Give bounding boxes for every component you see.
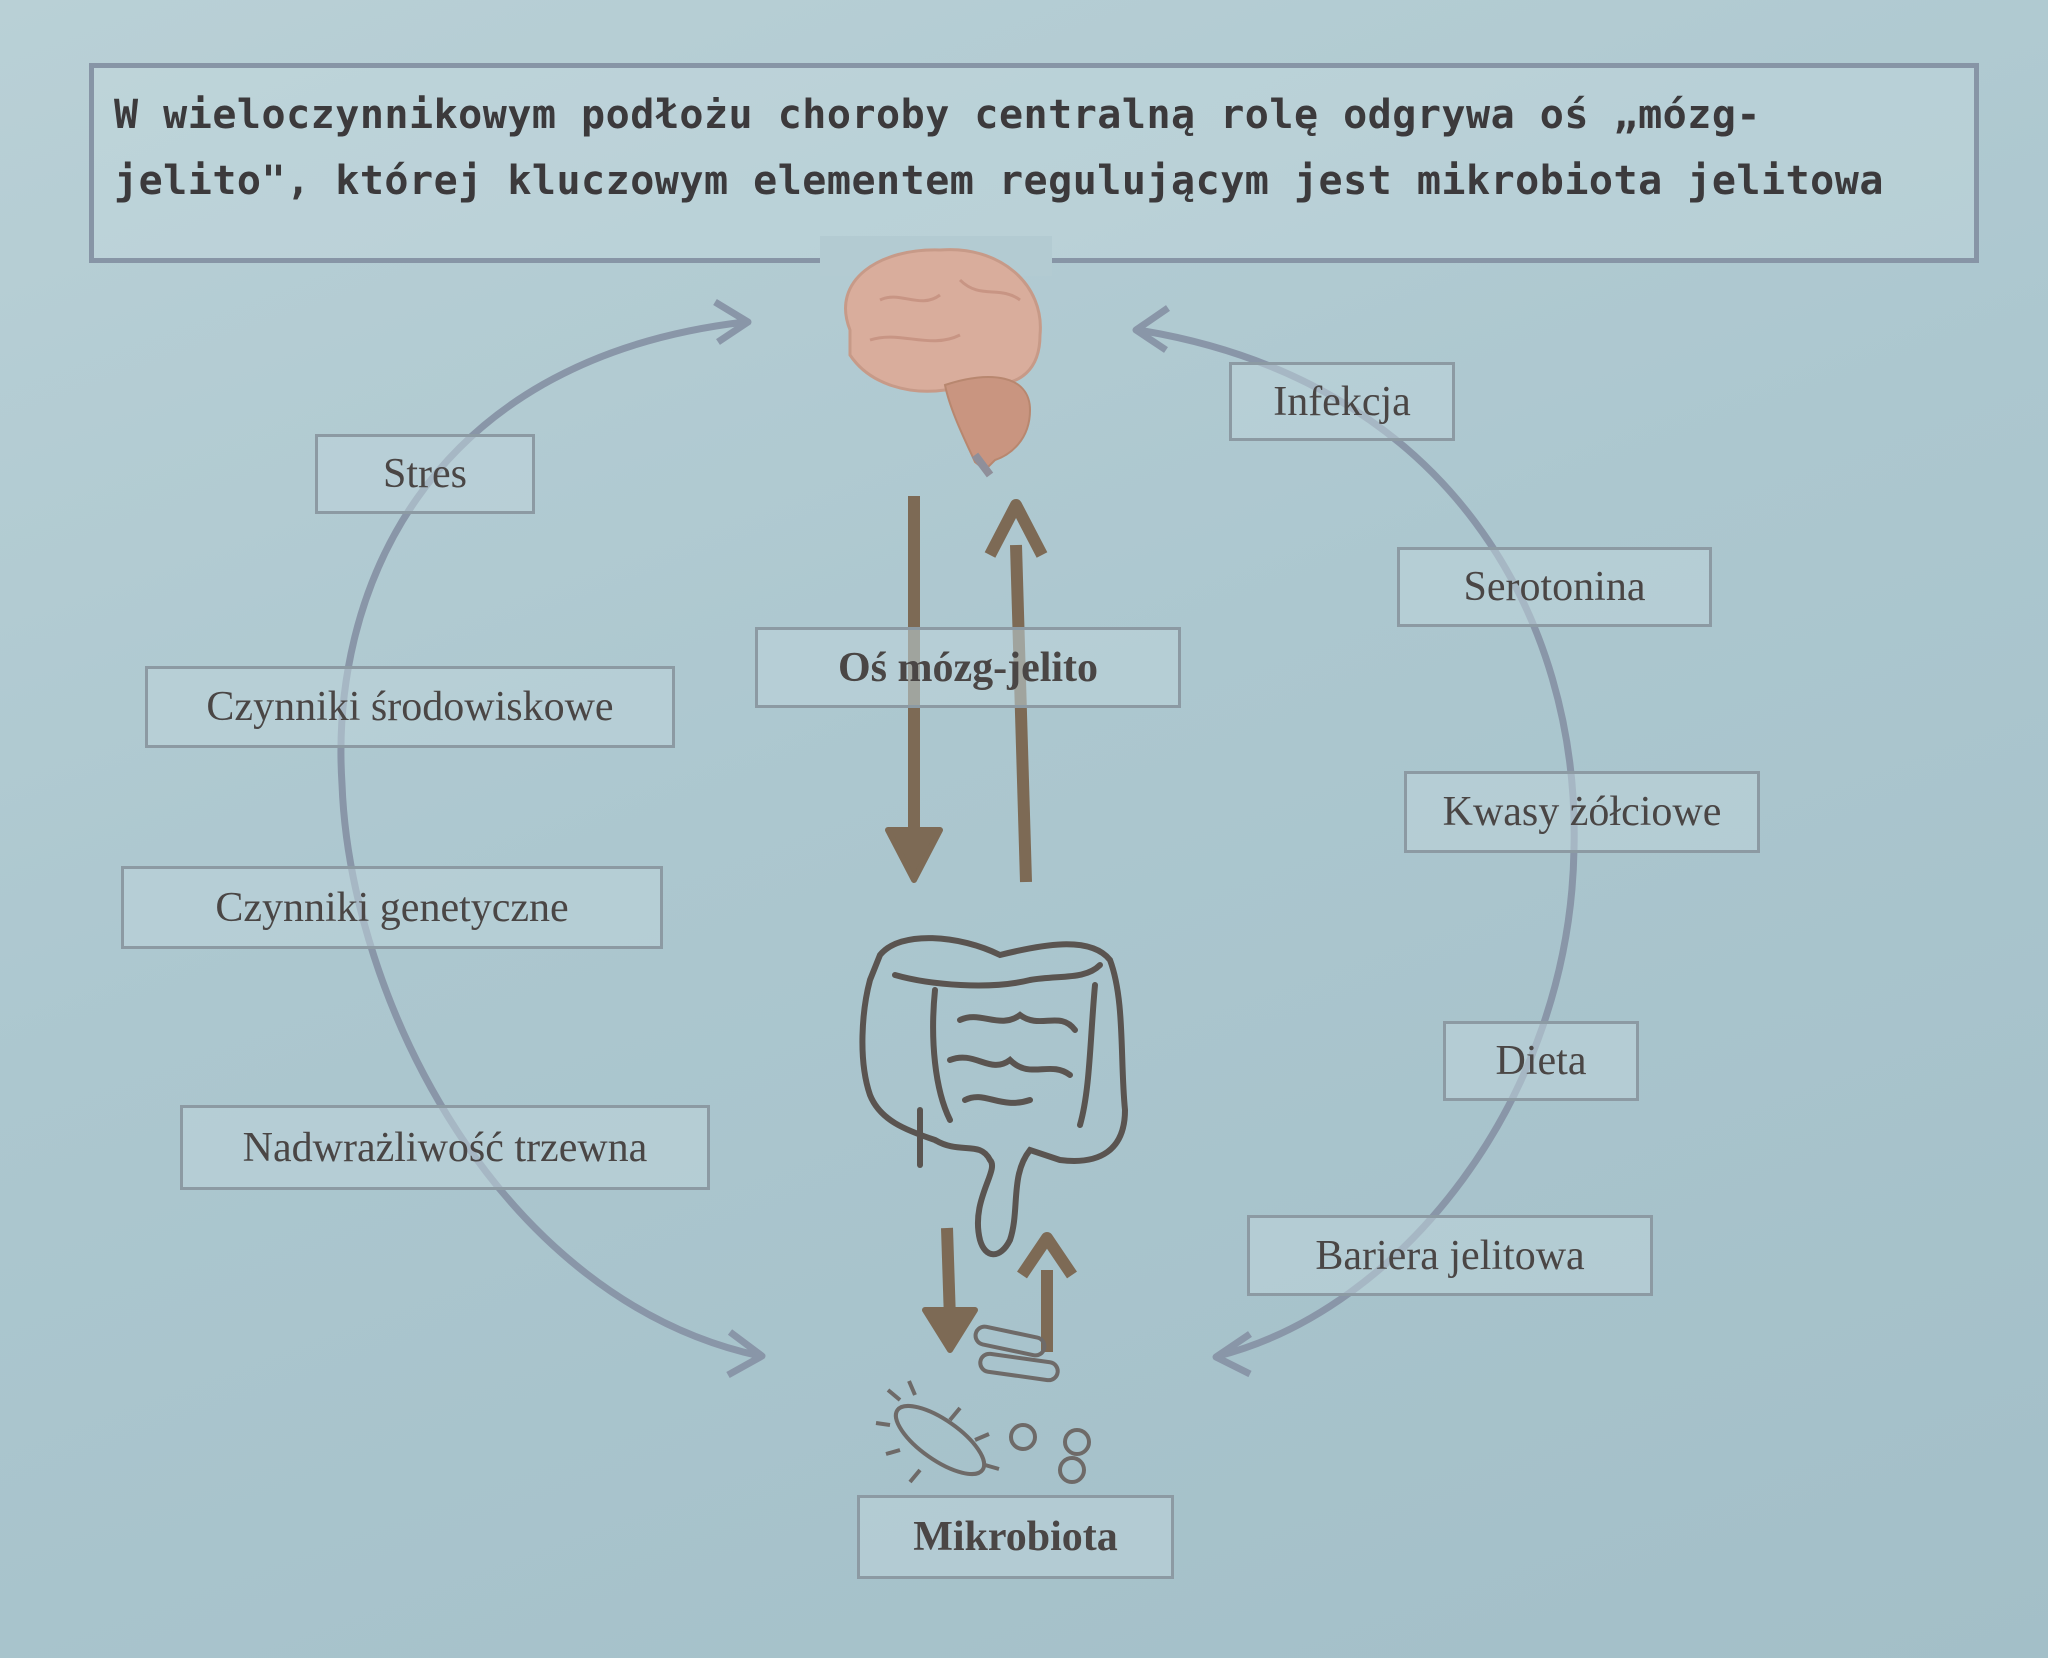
axis-label-box: Oś mózg-jelito [755, 627, 1181, 708]
brain-icon [844, 248, 1042, 478]
gut-to-brain-arrow [984, 499, 1048, 883]
microbiota-to-gut-arrow [1017, 1232, 1077, 1352]
factor-infekcja: Infekcja [1229, 362, 1455, 441]
left-arc-arrowhead-top [713, 299, 752, 345]
factor-dieta: Dieta [1443, 1021, 1639, 1101]
factor-kwasy-zolciowe: Kwasy żółciowe [1404, 771, 1760, 853]
slide-title: W wieloczynnikowym podłożu choroby centr… [114, 82, 1954, 214]
left-arc-arrow [337, 318, 761, 1360]
gut-to-microbiota-arrow [922, 1227, 978, 1353]
factor-stres: Stres [315, 434, 535, 514]
factor-serotonina: Serotonina [1397, 547, 1712, 627]
microbiota-label-box: Mikrobiota [857, 1495, 1174, 1579]
left-arc-arrowhead-bottom [726, 1329, 766, 1379]
right-arc-arrowhead-top [1132, 305, 1170, 353]
title-box: W wieloczynnikowym podłożu choroby centr… [89, 63, 1979, 263]
factor-bariera-jelitowa: Bariera jelitowa [1247, 1215, 1653, 1296]
title-line-2: jelito", której kluczowym elementem regu… [114, 158, 1884, 204]
intestine-icon [859, 935, 1129, 1258]
factor-nadwrazliwosc-trzewna: Nadwrażliwość trzewna [180, 1105, 710, 1190]
bacteria-icon [875, 1324, 1091, 1484]
right-arc-arrowhead-bottom [1212, 1331, 1252, 1378]
factor-czynniki-genetyczne: Czynniki genetyczne [121, 866, 663, 949]
title-line-1: W wieloczynnikowym podłożu choroby centr… [114, 92, 1761, 138]
factor-czynniki-srodowiskowe: Czynniki środowiskowe [145, 666, 675, 748]
